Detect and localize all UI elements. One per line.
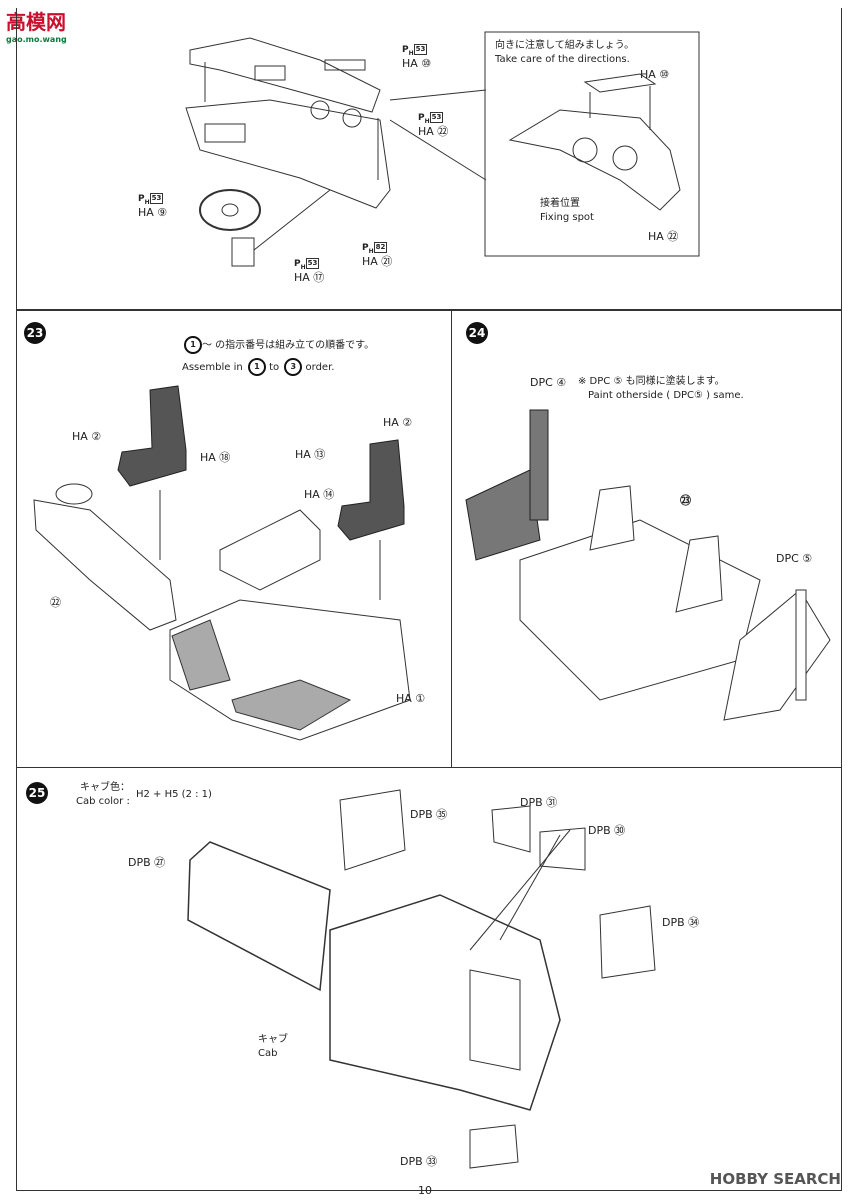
step-23-note-jp: 1～ の指示番号は組み立ての順番です。: [182, 336, 374, 354]
cab-color-jp: キャブ色：: [80, 782, 130, 793]
part-id: HA ㉑: [362, 254, 393, 268]
note-en-b: to: [269, 362, 280, 373]
part-id: HA ⑩: [402, 56, 432, 70]
step-23-note-en: Assemble in 1 to 3 order.: [182, 358, 334, 376]
step-24-dpc5: DPC ⑤: [776, 552, 813, 565]
inset-note-en: Take care of the directions.: [495, 54, 630, 65]
page-number: 10: [418, 1184, 432, 1197]
panel-top: [16, 8, 842, 310]
inset-part-ha22: HA ㉒: [648, 230, 679, 243]
step-24-dpc4: DPC ④: [530, 376, 567, 389]
step-23-part-label: HA ⑱: [200, 451, 231, 464]
inset-fix-jp: 接着位置: [540, 198, 580, 209]
order-start-marker: 1: [184, 336, 202, 354]
inset-note-jp: 向きに注意して組みましょう。: [495, 40, 635, 51]
step-23-part-label: HA ②: [72, 430, 102, 443]
step-23-part-label: HA ⑭: [304, 488, 335, 501]
step-23-part-label: HA ⑬: [295, 448, 326, 461]
paint-code: PH82: [362, 242, 388, 255]
step-24-note-jp: ※ DPC ⑤ も同様に塗装します。: [578, 376, 725, 387]
paint-code: PH53: [402, 44, 428, 57]
logo-sub: gao.mo.wang: [6, 35, 67, 44]
paint-code: PH53: [138, 193, 164, 206]
cab-color-en: Cab color :: [76, 796, 130, 807]
cab-label-en: Cab: [258, 1048, 278, 1059]
step-25-part-label: DPB ㉝: [400, 1155, 438, 1168]
step-25-badge: 25: [26, 782, 48, 804]
note-en-a: Assemble in: [182, 362, 243, 373]
cab-label-jp: キャブ: [258, 1034, 288, 1045]
part-id: HA ⑰: [294, 270, 325, 284]
step-23-note-jp-text: ～ の指示番号は組み立ての順番です。: [202, 340, 375, 351]
step-23-badge: 23: [24, 322, 46, 344]
part-id: HA ㉒: [418, 124, 449, 138]
step-23-part-label: HA ②: [383, 416, 413, 429]
step-25-part-label: DPB ㉟: [410, 808, 448, 821]
step-25-part-label: DPB ㉞: [662, 916, 700, 929]
step-24-ref: ㉓: [680, 494, 691, 507]
order-end-marker-en: 3: [284, 358, 303, 376]
step-23-part-label: HA ①: [396, 692, 426, 705]
step-24-badge: 24: [466, 322, 488, 344]
paint-code: PH53: [294, 258, 320, 271]
order-start-marker-en: 1: [247, 358, 266, 376]
inset-part-ha10: HA ⑩: [640, 68, 670, 81]
step-25-part-label: DPB ㉗: [128, 856, 166, 869]
step-23-part-label: ㉒: [50, 596, 61, 609]
cab-color-mix: H2 + H5 (2 : 1): [136, 789, 212, 800]
panel-step-25: [16, 767, 842, 1191]
inset-fix-en: Fixing spot: [540, 212, 594, 223]
step-25-part-label: DPB ㉚: [588, 824, 626, 837]
part-id: HA ⑨: [138, 205, 168, 219]
paint-code: PH53: [418, 112, 444, 125]
step-24-note-en: Paint otherside ( DPC⑤ ) same.: [588, 390, 744, 401]
note-en-c: order.: [305, 362, 335, 373]
watermark: HOBBY SEARCH: [709, 1170, 841, 1188]
